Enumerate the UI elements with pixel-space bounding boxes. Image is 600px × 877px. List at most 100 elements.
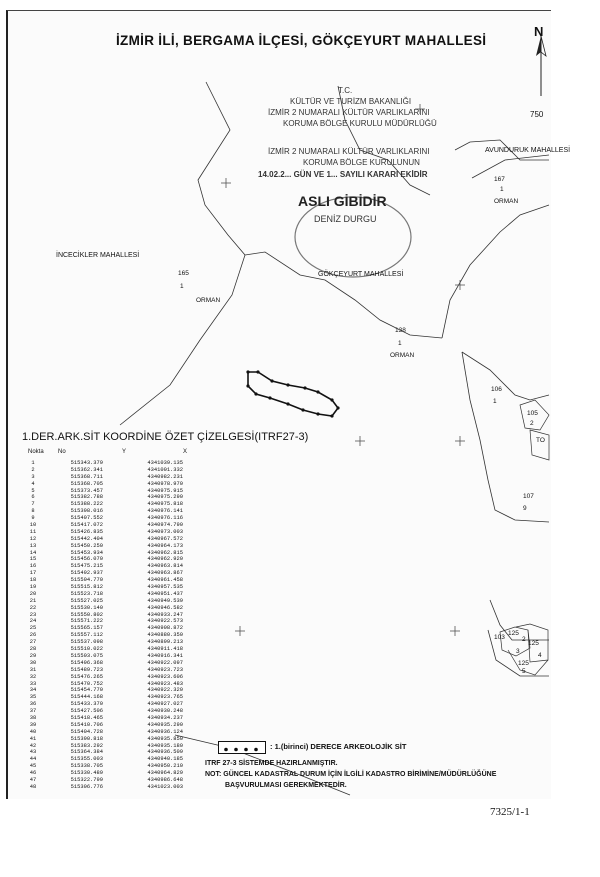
cell-nokta: 38 [29, 714, 37, 721]
parcel-167-type: ORMAN [494, 198, 519, 205]
cell-y: 515475.215 [70, 563, 103, 570]
cell-x: 4340908.872 [147, 625, 183, 632]
cell-x: 4340973.003 [147, 528, 183, 535]
cell-y: 515433.370 [70, 701, 103, 708]
cell-nokta: 17 [29, 570, 37, 577]
parcel-boundaries [119, 81, 550, 677]
stamp-name: DENİZ DURGU [314, 214, 377, 224]
cell-nokta: 11 [29, 528, 37, 535]
col-header-nokta: Nokta [28, 449, 44, 455]
cell-x: 4340976.141 [147, 508, 183, 515]
cell-y: 515322.799 [70, 776, 103, 783]
cell-x: 4340934.237 [147, 714, 183, 721]
cell-nokta: 30 [29, 659, 37, 666]
parcel-165-num: 165 [178, 270, 189, 277]
cell-x: 4340964.829 [147, 770, 183, 777]
cell-nokta: 5 [31, 487, 35, 494]
small-label-to: TO [536, 437, 545, 444]
cell-x: 4340927.027 [147, 701, 183, 708]
cell-x: 4340961.458 [147, 577, 183, 584]
cell-nokta: 23 [29, 611, 37, 618]
cell-x: 4340986.648 [147, 776, 183, 783]
cell-y: 515373.457 [70, 487, 103, 494]
cell-x: 4340962.815 [147, 549, 183, 556]
cell-y: 515523.718 [70, 590, 103, 597]
table-row: 5 515373.457 4340975.915 [22, 488, 212, 495]
parcel-107-sub: 9 [523, 505, 527, 512]
corner-number: 750 [530, 110, 544, 119]
cell-x: 4340963.814 [147, 563, 183, 570]
cell-y: 515503.075 [70, 652, 103, 659]
cell-y: 515489.723 [70, 666, 103, 673]
coordinate-table-title: 1.DER.ARK.SİT KOORDİNE ÖZET ÇİZELGESİ(IT… [22, 431, 309, 443]
cell-y: 515442.404 [70, 535, 103, 542]
legend-label: : 1.(birinci) DERECE ARKEOLOJİK SİT [270, 742, 407, 751]
cell-y: 515456.070 [70, 556, 103, 563]
cell-nokta: 42 [29, 742, 37, 749]
cell-y: 515453.934 [70, 549, 103, 556]
cell-nokta: 43 [29, 749, 37, 756]
parcel-167-sub: 1 [500, 186, 504, 193]
cell-x: 4340922.573 [147, 618, 183, 625]
stamp-ellipse [294, 196, 412, 278]
cell-nokta: 26 [29, 632, 37, 639]
cell-y: 515410.706 [70, 721, 103, 728]
cell-x: 4341023.003 [147, 783, 183, 790]
cell-y: 515417.072 [70, 522, 103, 529]
cell-nokta: 20 [29, 590, 37, 597]
cell-y: 515362.341 [70, 466, 103, 473]
grid-crosses [221, 104, 465, 636]
cell-x: 4340982.231 [147, 473, 183, 480]
cell-y: 515383.292 [70, 742, 103, 749]
cell-y: 515476.265 [70, 673, 103, 680]
cell-y: 515537.098 [70, 639, 103, 646]
cell-x: 4340933.247 [147, 611, 183, 618]
stamp-line7: 14.02.2... GÜN VE 1... SAYILI KARARI EKİ… [258, 170, 428, 179]
col-header-y: Y [122, 449, 127, 455]
cell-x: 4340936.509 [147, 749, 183, 756]
cell-y: 515330.489 [70, 770, 103, 777]
cell-nokta: 4 [31, 480, 35, 487]
cell-x: 4340935.290 [147, 721, 183, 728]
small-label-3: 3 [516, 648, 520, 655]
cell-nokta: 33 [29, 680, 37, 687]
archaeological-site-polygon [246, 370, 340, 418]
parcel-167-num: 167 [494, 176, 505, 183]
cell-x: 4340935.850 [147, 735, 183, 742]
stamp-line3: İZMİR 2 NUMARALI KÜLTÜR VARLIKLARINI [268, 108, 430, 117]
cell-nokta: 1 [31, 460, 35, 466]
table-row: 11 515426.835 4340973.003 [22, 529, 212, 536]
cell-y: 515426.835 [70, 528, 103, 535]
small-label-103: 103 [494, 634, 505, 641]
cell-y: 515368.711 [70, 473, 103, 480]
cell-x: 4340923.723 [147, 666, 183, 673]
note-line1: ITRF 27-3 SİSTEMDE HAZIRLANMIŞTIR. [205, 760, 338, 767]
cell-x: 4340975.915 [147, 487, 183, 494]
parcel-106-sub: 1 [493, 398, 497, 405]
stamp-line1: T.C. [338, 86, 353, 95]
cell-x: 4340899.213 [147, 639, 183, 646]
cell-x: 4341001.332 [147, 466, 183, 473]
note-line3: BAŞVURULMASI GEREKMEKTEDİR. [225, 782, 347, 789]
cell-y: 515398.016 [70, 508, 103, 515]
parcel-138-type: ORMAN [390, 352, 415, 359]
parcel-138-sub: 1 [398, 340, 402, 347]
